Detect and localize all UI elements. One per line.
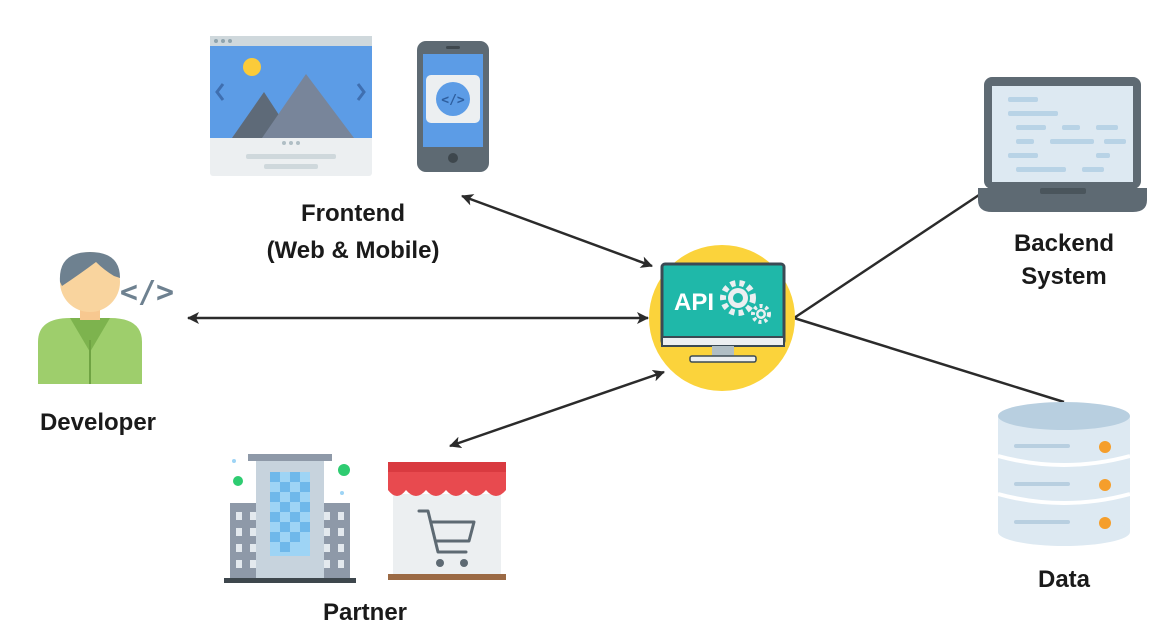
partner-label: Partner (323, 599, 407, 626)
frontend-label-line2: (Web & Mobile) (267, 237, 440, 264)
mobile-code-symbol: </> (441, 93, 465, 108)
frontend-api-arrow (461, 194, 653, 268)
web-browser-icon (210, 36, 372, 176)
api-data-line (793, 316, 1065, 404)
developer-label: Developer (40, 409, 156, 436)
frontend-label-line1: Frontend (301, 200, 405, 227)
shop-cart-icon (388, 462, 506, 580)
developer-code-symbol: </> (120, 275, 174, 310)
small-gear-icon (751, 304, 771, 324)
laptop-icon (978, 77, 1147, 212)
partner-api-arrow (449, 369, 665, 449)
connectors (187, 191, 1065, 449)
cart-icon (417, 509, 476, 554)
api-monitor-icon: API (649, 245, 795, 391)
developer-person-icon: </> (38, 252, 174, 384)
database-icon (997, 402, 1131, 546)
api-label: API (674, 289, 714, 316)
backend-label-line2: System (1021, 263, 1106, 290)
data-label: Data (1038, 566, 1091, 593)
gear-icon (720, 280, 756, 316)
office-building-icon (224, 454, 356, 583)
mobile-phone-icon: </> (417, 41, 489, 172)
api-backend-line (793, 191, 983, 320)
backend-label-line1: Backend (1014, 230, 1114, 257)
